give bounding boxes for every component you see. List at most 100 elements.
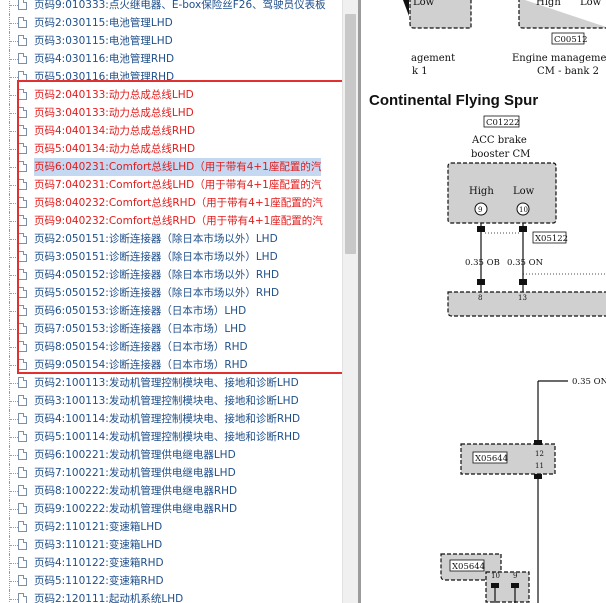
- tree-connector-line: [9, 212, 11, 230]
- document-icon: [18, 269, 27, 280]
- tree-item[interactable]: 页码4:040134:动力总成总线RHD: [0, 122, 342, 140]
- tree-item-label: 页码3:030115:电池管理LHD: [34, 35, 173, 47]
- tree-connector-line: [9, 158, 11, 176]
- document-icon: [18, 71, 27, 82]
- tree-item[interactable]: 页码2:110121:变速箱LHD: [0, 518, 342, 536]
- tree-branch-line: [10, 59, 18, 60]
- tree-connector-line: [9, 374, 11, 392]
- tree-item[interactable]: 页码2:040133:动力总成总线LHD: [0, 86, 342, 104]
- tree-branch-line: [10, 77, 18, 78]
- tree-branch-line: [10, 95, 18, 96]
- terminal-7: [491, 583, 499, 588]
- tree-item[interactable]: 页码2:050151:诊断连接器（除日本市场以外）LHD: [0, 230, 342, 248]
- tree-item[interactable]: 页码7:050153:诊断连接器（日本市场）LHD: [0, 320, 342, 338]
- document-icon: [18, 251, 27, 262]
- tree-item[interactable]: 页码8:040232:Comfort总线RHD（用于带有4+1座配置的汽: [0, 194, 342, 212]
- terminal-2: [519, 226, 527, 232]
- document-icon: [18, 359, 27, 370]
- acc-pin-circle-low: [516, 202, 530, 216]
- tree-branch-line: [10, 419, 18, 420]
- tree-item[interactable]: 页码5:030116:电池管理RHD: [0, 68, 342, 86]
- tree-item[interactable]: 页码2:100113:发动机管理控制模块电、接地和诊断LHD: [0, 374, 342, 392]
- document-icon: [18, 395, 27, 406]
- diagram-title: Continental Flying Spur: [369, 92, 539, 109]
- tree-branch-line: [10, 293, 18, 294]
- document-icon: [18, 341, 27, 352]
- tree-branch-line: [10, 41, 18, 42]
- tree-item[interactable]: 页码5:110122:变速箱RHD: [0, 572, 342, 590]
- scrollbar-thumb[interactable]: [345, 14, 356, 254]
- tree-item[interactable]: 页码3:100113:发动机管理控制模块电、接地和诊断LHD: [0, 392, 342, 410]
- tree-item[interactable]: 页码9:040232:Comfort总线RHD（用于带有4+1座配置的汽: [0, 212, 342, 230]
- splice-label: X05122: [535, 234, 568, 244]
- tree-item[interactable]: 页码8:100222:发动机管理供电继电器RHD: [0, 482, 342, 500]
- tree-item-label: 页码2:040133:动力总成总线LHD: [34, 89, 194, 101]
- document-icon: [18, 413, 27, 424]
- document-icon: [18, 143, 27, 154]
- tree-item[interactable]: 页码5:100114:发动机管理控制模块电、接地和诊断RHD: [0, 428, 342, 446]
- tree-item-label: 页码9:050154:诊断连接器（日本市场）RHD: [34, 359, 248, 371]
- top-left-caption-2: k 1: [412, 66, 428, 77]
- connector-label-box: [551, 32, 585, 45]
- tree-item-label: 页码2:050151:诊断连接器（除日本市场以外）LHD: [34, 233, 278, 245]
- tree-item[interactable]: 页码9:010333:点火继电器、E-box保险丝F26、驾驶员仪表板: [0, 0, 342, 14]
- tree-item[interactable]: 页码2:030115:电池管理LHD: [0, 14, 342, 32]
- document-icon: [18, 305, 27, 316]
- terminal-5: [534, 440, 542, 445]
- tree-item-label: 页码4:110122:变速箱RHD: [34, 557, 164, 569]
- tree-connector-line: [9, 230, 11, 248]
- acc-label-1: ACC brake: [471, 135, 527, 146]
- tree-item-label: 页码9:010333:点火继电器、E-box保险丝F26、驾驶员仪表板: [34, 0, 326, 11]
- tree-item[interactable]: 页码5:040134:动力总成总线RHD: [0, 140, 342, 158]
- tree-item-label: 页码6:050153:诊断连接器（日本市场）LHD: [34, 305, 247, 317]
- lower-module-box: [447, 291, 606, 317]
- splice-box: [532, 231, 567, 244]
- tree-item-label: 页码5:040134:动力总成总线RHD: [34, 143, 196, 155]
- document-icon: [18, 287, 27, 298]
- tree-item[interactable]: 页码7:100221:发动机管理供电继电器LHD: [0, 464, 342, 482]
- tree-item[interactable]: 页码3:050151:诊断连接器（除日本市场以外）LHD: [0, 248, 342, 266]
- tree-branch-line: [10, 365, 18, 366]
- tree-item[interactable]: 页码3:110121:变速箱LHD: [0, 536, 342, 554]
- tree-connector-line: [9, 140, 11, 158]
- tree-connector-line: [9, 428, 11, 446]
- tree-item[interactable]: 页码6:050153:诊断连接器（日本市场）LHD: [0, 302, 342, 320]
- tree-item-label: 页码9:100222:发动机管理供电继电器RHD: [34, 503, 238, 515]
- connector-x05644-label-box: [472, 451, 508, 464]
- tree-item[interactable]: 页码4:110122:变速箱RHD: [0, 554, 342, 572]
- tree-item[interactable]: 页码3:030115:电池管理LHD: [0, 32, 342, 50]
- tree-connector-line: [9, 122, 11, 140]
- tree-scrollbar[interactable]: [342, 0, 358, 603]
- tree-branch-line: [10, 257, 18, 258]
- acc-pin-low: 10: [519, 206, 528, 214]
- pin-10: 10: [491, 572, 500, 580]
- top-right-low-label: Low: [580, 0, 602, 8]
- tree-item[interactable]: 页码4:030116:电池管理RHD: [0, 50, 342, 68]
- tree-item[interactable]: 页码3:040133:动力总成总线LHD: [0, 104, 342, 122]
- tree-item[interactable]: 页码9:100222:发动机管理供电继电器RHD: [0, 500, 342, 518]
- top-left-low-label: Low: [413, 0, 435, 8]
- tree-item[interactable]: 页码6:100221:发动机管理供电继电器LHD: [0, 446, 342, 464]
- tree-item[interactable]: 页码6:040231:Comfort总线LHD（用于带有4+1座配置的汽: [0, 158, 342, 176]
- connector-x05644-label-2: X05644: [452, 562, 485, 572]
- tree-item-label: 页码3:110121:变速箱LHD: [34, 539, 163, 551]
- tree-item[interactable]: 页码9:050154:诊断连接器（日本市场）RHD: [0, 356, 342, 374]
- tree-item-label: 页码2:100113:发动机管理控制模块电、接地和诊断LHD: [34, 377, 299, 389]
- tree-item[interactable]: 页码4:050152:诊断连接器（除日本市场以外）RHD: [0, 266, 342, 284]
- tree-branch-line: [10, 23, 18, 24]
- tree-connector-line: [9, 572, 11, 590]
- tree-item[interactable]: 页码2:120111:起动机系统LHD: [0, 590, 342, 603]
- tree-item-label: 页码4:040134:动力总成总线RHD: [34, 125, 196, 137]
- acc-connector-box: [483, 115, 520, 128]
- document-icon: [18, 215, 27, 226]
- document-icon: [18, 179, 27, 190]
- tree-item[interactable]: 页码7:040231:Comfort总线LHD（用于带有4+1座配置的汽: [0, 176, 342, 194]
- document-icon: [18, 539, 27, 550]
- tree-item[interactable]: 页码8:050154:诊断连接器（日本市场）RHD: [0, 338, 342, 356]
- tree-item[interactable]: 页码4:100114:发动机管理控制模块电、接地和诊断RHD: [0, 410, 342, 428]
- tree-item[interactable]: 页码5:050152:诊断连接器（除日本市场以外）RHD: [0, 284, 342, 302]
- tree-connector-line: [9, 500, 11, 518]
- tree-item-label: 页码6:040231:Comfort总线LHD（用于带有4+1座配置的汽: [34, 158, 322, 176]
- tree-item-label: 页码4:100114:发动机管理控制模块电、接地和诊断RHD: [34, 413, 301, 425]
- document-icon: [18, 521, 27, 532]
